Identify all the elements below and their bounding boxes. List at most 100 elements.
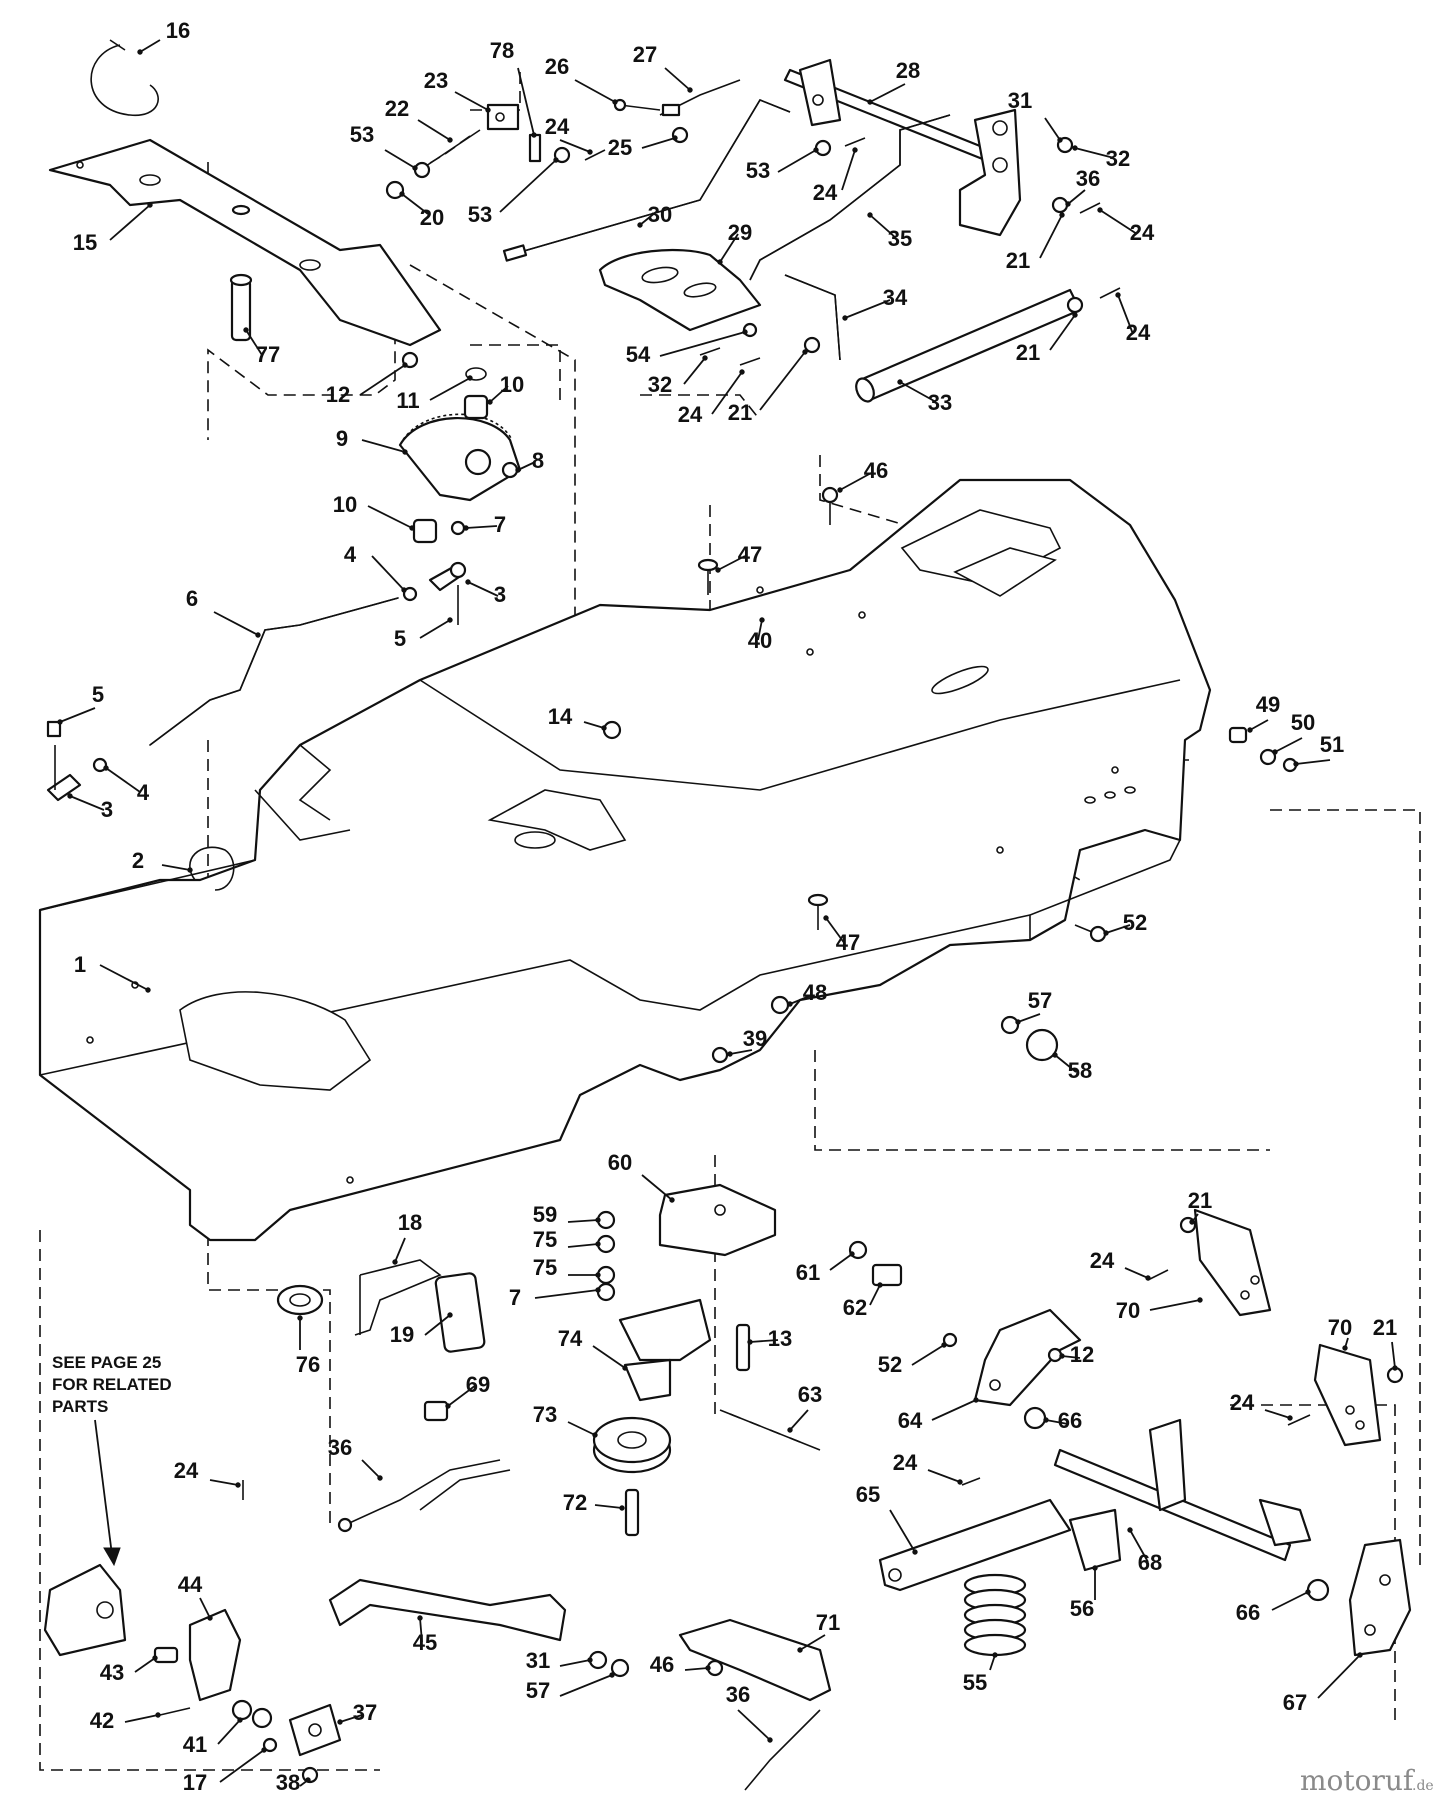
callout-arrowhead-71 bbox=[797, 1647, 803, 1653]
callout-50: 50 bbox=[1291, 710, 1315, 735]
callout-arrowhead-63 bbox=[787, 1427, 793, 1433]
callout-leader-32 bbox=[1074, 147, 1115, 159]
callout-5: 5 bbox=[394, 626, 406, 651]
callout-15: 15 bbox=[73, 230, 97, 255]
callout-arrowhead-10 bbox=[487, 399, 493, 405]
callout-leader-16 bbox=[139, 39, 161, 53]
callout-leader-2 bbox=[161, 864, 191, 871]
callout-leader-35 bbox=[869, 214, 897, 239]
callout-leader-39 bbox=[729, 1049, 753, 1055]
callout-leader-68 bbox=[1129, 1529, 1149, 1563]
callout-arrowhead-13 bbox=[747, 1339, 753, 1345]
callout-arrowhead-35 bbox=[867, 212, 873, 218]
bolt-42 bbox=[159, 1707, 191, 1716]
callout-leader-52 bbox=[911, 1344, 945, 1366]
pin-24a bbox=[584, 149, 606, 161]
callout-leader-21 bbox=[1049, 314, 1076, 351]
note-line-1: SEE PAGE 25 bbox=[52, 1353, 161, 1372]
callout-70: 70 bbox=[1116, 1298, 1140, 1323]
callout-arrowhead-22 bbox=[447, 137, 453, 143]
callout-leader-52 bbox=[1105, 924, 1131, 934]
callout-29: 29 bbox=[728, 220, 752, 245]
plate-56 bbox=[1068, 1508, 1122, 1572]
callout-49: 49 bbox=[1256, 692, 1280, 717]
callout-31: 31 bbox=[526, 1648, 550, 1673]
callout-leader-49 bbox=[1249, 719, 1269, 731]
callout-78: 78 bbox=[490, 38, 514, 63]
callout-36: 36 bbox=[1076, 166, 1100, 191]
callout-arrowhead-37 bbox=[337, 1719, 343, 1725]
nut-4-lower bbox=[92, 757, 108, 773]
callout-47: 47 bbox=[738, 542, 762, 567]
callout-leader-24 bbox=[927, 1469, 961, 1483]
callout-9: 9 bbox=[336, 426, 348, 451]
callout-arrowhead-4 bbox=[401, 587, 407, 593]
callout-arrowhead-11 bbox=[467, 375, 473, 381]
callout-72: 72 bbox=[563, 1490, 587, 1515]
bolt-52-lower bbox=[942, 1332, 958, 1348]
nut-8 bbox=[501, 461, 519, 479]
callout-arrowhead-55 bbox=[992, 1652, 998, 1658]
callout-arrowhead-69 bbox=[445, 1403, 451, 1409]
callout-18: 18 bbox=[398, 1210, 422, 1235]
callout-leader-12 bbox=[359, 364, 406, 396]
callout-arrowhead-7 bbox=[463, 525, 469, 531]
callout-52: 52 bbox=[878, 1352, 902, 1377]
note-line-2: FOR RELATED bbox=[52, 1375, 172, 1394]
callout-leader-53 bbox=[499, 159, 557, 213]
callout-leader-53 bbox=[777, 149, 817, 173]
bolt-43 bbox=[153, 1646, 179, 1664]
callout-arrowhead-2 bbox=[187, 867, 193, 873]
callout-leader-4 bbox=[371, 555, 405, 591]
bolt-47-top bbox=[697, 558, 719, 595]
washer-39 bbox=[711, 1046, 729, 1064]
callout-5: 5 bbox=[92, 682, 104, 707]
callout-leader-42 bbox=[124, 1714, 159, 1723]
callout-leader-71 bbox=[799, 1634, 826, 1651]
watermark-suffix: .de bbox=[1412, 1778, 1434, 1794]
bracket-74 bbox=[618, 1298, 712, 1402]
callout-arrowhead-8 bbox=[515, 467, 521, 473]
callout-21: 21 bbox=[728, 400, 752, 425]
callout-leader-70 bbox=[1149, 1299, 1201, 1311]
callout-54: 54 bbox=[626, 342, 651, 367]
pin-32b bbox=[699, 347, 721, 356]
cross-shaft-68 bbox=[1053, 1418, 1312, 1562]
callout-arrowhead-41 bbox=[237, 1717, 243, 1723]
callout-arrowhead-31 bbox=[587, 1657, 593, 1663]
callout-14: 14 bbox=[548, 704, 573, 729]
callout-arrowhead-46 bbox=[837, 487, 843, 493]
callout-24: 24 bbox=[678, 402, 703, 427]
callout-75: 75 bbox=[533, 1255, 557, 1280]
spring-clip-16 bbox=[90, 39, 159, 116]
callout-24: 24 bbox=[174, 1458, 199, 1483]
callout-7: 7 bbox=[509, 1285, 521, 1310]
spring-63 bbox=[719, 1409, 821, 1451]
callout-arrowhead-44 bbox=[207, 1615, 213, 1621]
callout-12: 12 bbox=[326, 382, 350, 407]
ball-joint-3-lower bbox=[46, 720, 82, 802]
callout-arrowhead-50 bbox=[1272, 749, 1278, 755]
callout-arrowhead-46 bbox=[705, 1665, 711, 1671]
callout-24: 24 bbox=[545, 114, 570, 139]
callout-leader-64 bbox=[931, 1399, 977, 1421]
bolt-13 bbox=[735, 1323, 751, 1372]
callout-leader-21 bbox=[1039, 214, 1063, 259]
callout-leader-62 bbox=[869, 1284, 881, 1306]
callout-leader-3 bbox=[69, 795, 105, 811]
watermark: motoruf .de bbox=[1300, 1764, 1434, 1797]
callout-leader-53 bbox=[384, 149, 416, 169]
callout-leader-34 bbox=[844, 299, 891, 319]
callout-leader-20 bbox=[401, 193, 429, 215]
callout-arrowhead-29 bbox=[717, 259, 723, 265]
callout-arrowhead-68 bbox=[1127, 1527, 1133, 1533]
callout-47: 47 bbox=[836, 930, 860, 955]
bracket-67 bbox=[1348, 1538, 1412, 1657]
callout-leader-24 bbox=[841, 149, 856, 191]
washer-17 bbox=[262, 1737, 278, 1753]
callout-arrowhead-36 bbox=[767, 1737, 773, 1743]
callout-4: 4 bbox=[344, 542, 357, 567]
callout-leader-5 bbox=[59, 707, 96, 723]
callout-8: 8 bbox=[532, 448, 544, 473]
callout-arrowhead-7 bbox=[595, 1287, 601, 1293]
